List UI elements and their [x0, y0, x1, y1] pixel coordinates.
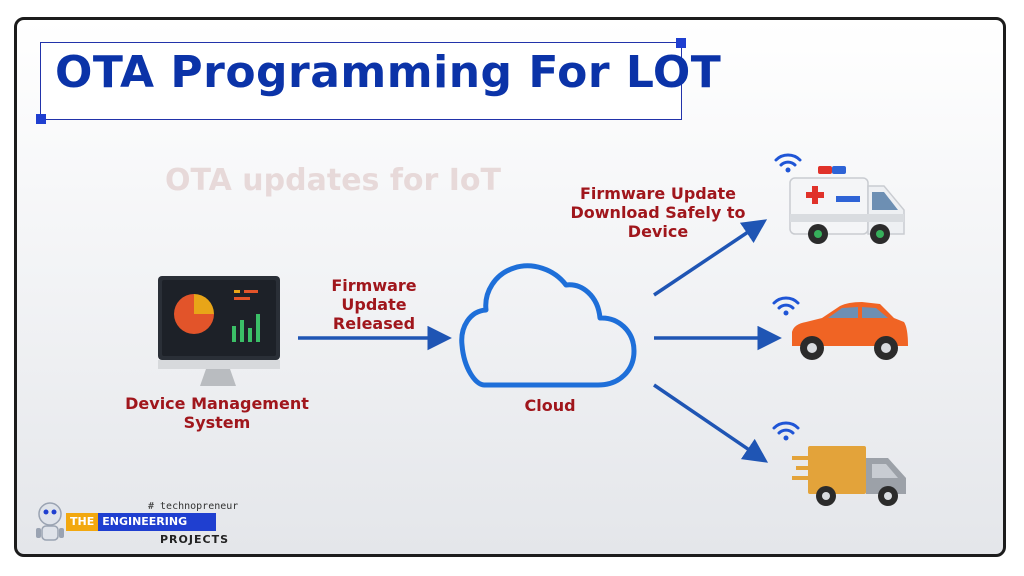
- label-line: Firmware Update: [579, 184, 737, 203]
- label-firmware-released: Firmware Update Released: [298, 276, 450, 333]
- car-icon: [792, 302, 908, 360]
- arrow-cloud-to-truck: [653, 383, 769, 463]
- cloud-icon: [459, 263, 637, 388]
- ambulance-icon: [789, 166, 905, 244]
- label-device-management-system: Device Management System: [124, 394, 310, 432]
- label-cloud: Cloud: [524, 396, 576, 415]
- monitor-icon: [158, 276, 280, 386]
- title-corner-top-right: [676, 38, 686, 48]
- label-line: System: [183, 413, 251, 432]
- logo-engineering: ENGINEERING: [102, 515, 188, 528]
- background-ghost-text: OTA updates for IoT: [165, 163, 501, 198]
- wifi-icon: [772, 421, 800, 441]
- logo-tagline: # technopreneur: [148, 501, 239, 512]
- label-firmware-download: Firmware Update Download Safely to Devic…: [570, 184, 746, 241]
- wifi-icon: [774, 153, 802, 173]
- delivery-truck-icon: [792, 446, 906, 506]
- page-title: OTA Programming For LOT: [55, 47, 722, 98]
- logo-projects: PROJECTS: [160, 533, 229, 546]
- label-line: Firmware Update: [331, 276, 417, 314]
- robot-mascot-icon: [36, 502, 64, 541]
- label-line: Device Management: [125, 394, 309, 413]
- label-line: Device: [627, 222, 689, 241]
- arrow-cloud-to-ambulance: [653, 219, 768, 297]
- label-line: Released: [332, 314, 416, 333]
- title-corner-bottom-left: [36, 114, 46, 124]
- label-line: Download Safely to: [570, 203, 746, 222]
- logo-the: THE: [66, 513, 99, 531]
- title-box: OTA Programming For LOT: [40, 42, 721, 120]
- wifi-icon: [772, 296, 800, 316]
